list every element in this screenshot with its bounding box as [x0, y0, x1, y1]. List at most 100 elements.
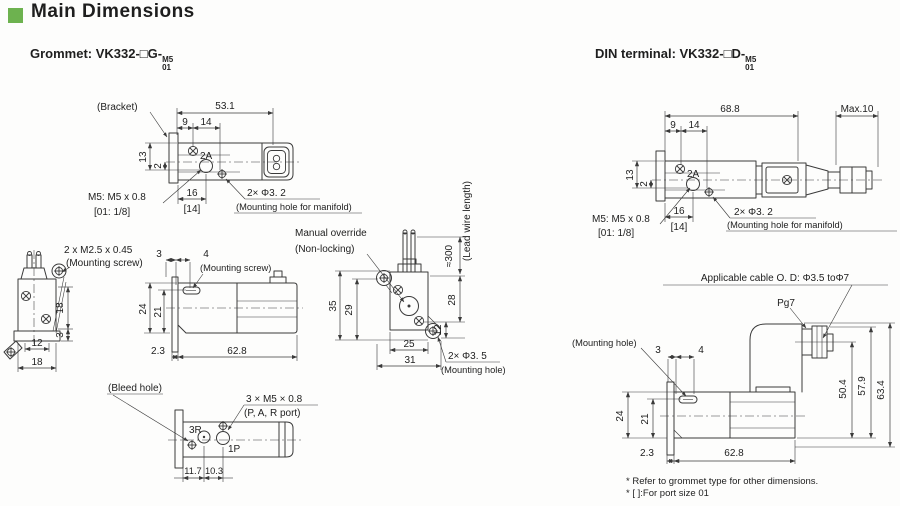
dim-3: 3 — [55, 332, 66, 338]
override-dims — [335, 236, 500, 370]
grommet-side-view: 3 4 (Mounting screw) 24 21 2.3 62.8 — [138, 249, 303, 361]
dim-14-alt: [14] — [671, 222, 688, 233]
bleed-hole-note: (Bleed hole) — [108, 383, 162, 394]
din-size-bottom: 01 — [745, 63, 755, 72]
dim-24: 24 — [138, 303, 149, 315]
din-heading-label: DIN terminal: VK332-□D- — [595, 46, 746, 61]
manifold-hole-note: (Mounting hole for manifold) — [727, 220, 843, 230]
dim-50-4: 50.4 — [838, 379, 849, 399]
dim-21: 21 — [153, 306, 164, 318]
grommet-size-top: M5 — [162, 55, 174, 64]
dim-16: 16 — [186, 188, 198, 199]
thread-label: M5: M5 x 0.8 — [88, 192, 146, 203]
dim-14-alt: [14] — [184, 204, 201, 215]
dim-13: 13 — [625, 169, 636, 181]
thread-alt-label: [01: 1/8] — [94, 207, 130, 218]
port-1p-hole — [216, 431, 230, 445]
manual-override-label: Manual override — [295, 228, 367, 239]
bleed-hole — [186, 439, 198, 451]
dim-4: 4 — [203, 249, 209, 260]
port-1p-label: 1P — [228, 444, 241, 455]
dim-18-side: 18 — [55, 302, 66, 314]
dim-31: 31 — [404, 355, 416, 366]
dim-16: 16 — [673, 206, 685, 217]
port-thread-note: (P, A, R port) — [244, 408, 301, 419]
dim-max-10: Max.10 — [841, 104, 874, 115]
dim-14: 14 — [688, 120, 700, 131]
grommet-size-bottom: 01 — [162, 63, 172, 72]
dim-11-7: 11.7 — [184, 466, 201, 476]
dim-13: 13 — [138, 151, 149, 163]
din-side-outline — [660, 323, 856, 456]
override-front-view: Manual override (Non-locking) ≈300 (Lead… — [295, 181, 506, 375]
dim-68-8: 68.8 — [720, 104, 740, 115]
dim-2: 2 — [639, 181, 650, 187]
manifold-hole-label: 2× Φ3. 2 — [734, 207, 773, 218]
mounting-hole-label: 2× Φ3. 5 — [448, 351, 487, 362]
dim-9: 9 — [670, 120, 676, 131]
dim-3: 3 — [156, 249, 162, 260]
dim-62-8: 62.8 — [227, 346, 247, 357]
mounting-screw-note: (Mounting screw) — [66, 258, 143, 269]
dim-62-8: 62.8 — [724, 448, 744, 459]
footnote-1: * Refer to grommet type for other dimens… — [626, 476, 819, 487]
dim-35: 35 — [328, 300, 339, 312]
mounting-screw-note: (Mounting screw) — [200, 263, 271, 273]
dim-3: 3 — [655, 345, 661, 356]
din-top-outline — [652, 150, 884, 202]
footnotes: * Refer to grommet type for other dimens… — [626, 476, 818, 500]
din-side-dims — [622, 284, 895, 464]
dim-14: 14 — [200, 117, 212, 128]
grommet-top-outline — [166, 132, 301, 184]
footnote-2: * [ ]:For port size 01 — [626, 488, 709, 499]
thread-label: M5: M5 x 0.8 — [592, 214, 650, 225]
grommet-bottom-dims — [107, 393, 318, 482]
grommet-side-dims — [144, 257, 298, 361]
port-2a-hole — [686, 177, 700, 191]
dim-2-3: 2.3 — [640, 448, 654, 459]
grommet-bottom-outline — [168, 409, 303, 469]
mounting-hole-note: (Mounting hole) — [572, 338, 637, 348]
din-connector — [749, 323, 803, 393]
dim-25: 25 — [403, 339, 415, 350]
dim-28: 28 — [447, 294, 458, 306]
grommet-front-dims — [17, 266, 73, 372]
lead-wire-dim: ≈300 — [444, 244, 455, 267]
dim-29: 29 — [344, 304, 355, 316]
pg7-label: Pg7 — [777, 298, 795, 309]
dim-2-3: 2.3 — [151, 346, 165, 357]
cable-od-label: Applicable cable O. D: Φ3.5 toΦ7 — [701, 273, 850, 284]
manifold-hole — [216, 168, 228, 180]
lead-wire-note: (Lead wire length) — [462, 181, 473, 261]
grommet-front-view: 2 x M2.5 x 0.45 (Mounting screw) 18 3 12… — [3, 245, 143, 372]
dim-9: 9 — [182, 117, 188, 128]
port-2a-label: 2A — [200, 151, 213, 162]
manifold-hole-note: (Mounting hole for manifold) — [236, 202, 352, 212]
grommet-bottom-view: (Bleed hole) 3 × M5 × 0.8 (P, A, R port)… — [107, 383, 318, 482]
dim-12: 12 — [31, 338, 43, 349]
page-title: Main Dimensions — [31, 1, 195, 22]
port-2a-label: 2A — [687, 169, 700, 180]
grommet-top-dims — [145, 108, 362, 214]
port-3r-hole — [197, 430, 211, 444]
grommet-front-outline — [3, 250, 67, 360]
port-2a-hole — [199, 159, 213, 173]
port-3r-label: 3R — [189, 425, 202, 436]
manual-override-button — [399, 296, 419, 316]
mounting-hole-note: (Mounting hole) — [441, 365, 506, 375]
manual-override-note: (Non-locking) — [295, 244, 354, 255]
manifold-hole — [703, 186, 715, 198]
thread-alt-label: [01: 1/8] — [598, 228, 634, 239]
dim-57-9: 57.9 — [857, 376, 868, 396]
din-top-dims — [632, 111, 897, 232]
section-bullet — [8, 8, 23, 23]
dim-18-bottom: 18 — [31, 357, 43, 368]
din-size-top: M5 — [745, 55, 757, 64]
dim-12: 12 — [433, 324, 444, 336]
dim-10-3: 10.3 — [205, 466, 223, 476]
